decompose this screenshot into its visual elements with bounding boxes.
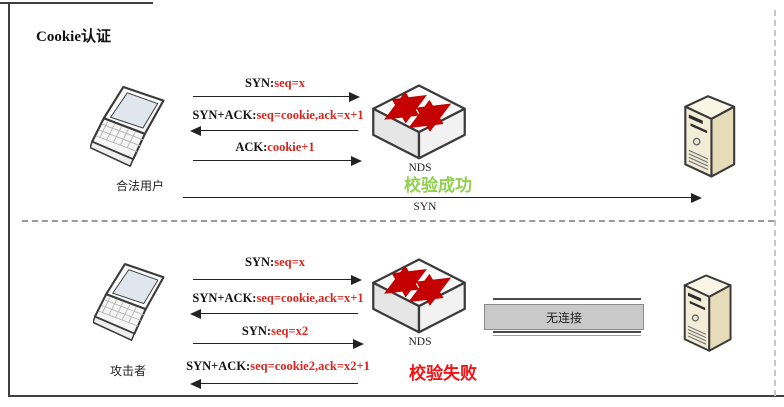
frame-border-left — [8, 3, 10, 397]
arrow-left-icon — [190, 126, 358, 136]
syn-bypass-label: SYN — [413, 201, 437, 213]
message-label: SYN:seq=x — [180, 255, 370, 270]
message-value: cookie+1 — [267, 140, 315, 154]
nds-switch-icon — [372, 258, 466, 334]
arrow-right-icon — [193, 339, 364, 349]
message-prefix: SYN: — [245, 76, 275, 90]
no-connection-label: 无连接 — [545, 310, 582, 325]
frame-border-right-dashed — [774, 10, 776, 396]
message-prefix: SYN+ACK: — [192, 108, 257, 122]
message-label: SYN+ACK:seq=cookie,ack=x+1 — [180, 108, 376, 123]
server-icon — [684, 95, 736, 178]
message-value: seq=cookie,ack=x+1 — [256, 291, 364, 305]
message-prefix: ACK: — [235, 140, 268, 154]
message-label: SYN+ACK:seq=cookie2,ack=x2+1 — [178, 359, 378, 374]
message-label: SYN:seq=x — [180, 76, 370, 91]
arrow-right-icon — [193, 275, 362, 285]
frame-border-bottom — [8, 395, 784, 397]
no-connection-box: 无连接 — [484, 304, 644, 330]
nds-label: NDS — [408, 336, 432, 348]
message-value: seq=x — [274, 255, 305, 269]
message-value: seq=cookie2,ack=x2+1 — [250, 359, 370, 373]
message-value: seq=x — [274, 76, 305, 90]
server-icon — [683, 274, 732, 352]
frame-border-top — [0, 2, 153, 4]
no-connection-bottom-line — [493, 335, 641, 336]
message-prefix: SYN: — [241, 324, 272, 338]
message-label: SYN:seq=x2 — [180, 324, 370, 339]
arrow-right-icon — [193, 156, 362, 166]
arrow-left-icon — [190, 379, 358, 389]
page-title: Cookie认证 — [36, 29, 112, 45]
message-prefix: SYN+ACK: — [186, 359, 251, 373]
user-label: 合法用户 — [115, 179, 164, 193]
message-label: SYN+ACK:seq=cookie,ack=x+1 — [180, 291, 376, 306]
arrow-right-icon — [193, 92, 360, 102]
no-connection-bottom-line — [493, 331, 641, 333]
laptop-icon — [90, 85, 165, 167]
syn-bypass-arrow — [183, 193, 702, 203]
message-value: seq=x2 — [271, 324, 309, 338]
nds-label: NDS — [408, 162, 432, 174]
attacker-label: 攻击者 — [109, 364, 146, 378]
nds-switch-icon — [372, 84, 466, 160]
message-prefix: SYN+ACK: — [192, 291, 257, 305]
verify-fail-label: 校验失败 — [409, 364, 477, 383]
message-label: ACK:cookie+1 — [180, 140, 370, 155]
message-value: seq=cookie,ack=x+1 — [256, 108, 364, 122]
arrow-left-icon — [190, 309, 358, 319]
no-connection-top-line — [493, 298, 641, 300]
verify-success-label: 校验成功 — [404, 176, 472, 195]
section-divider — [22, 220, 774, 222]
laptop-icon — [93, 263, 165, 341]
message-prefix: SYN: — [245, 255, 275, 269]
